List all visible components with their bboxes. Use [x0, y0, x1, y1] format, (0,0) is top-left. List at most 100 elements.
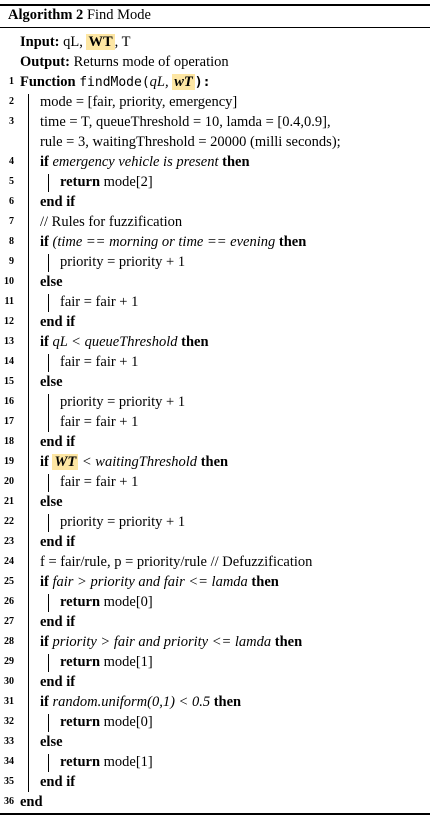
condition: emergency vehicle is present: [52, 154, 219, 170]
block-bar: [48, 174, 49, 192]
code-line-24: 24 f = fair/rule, p = priority/rule // D…: [0, 552, 430, 572]
statement: fair = fair + 1: [60, 414, 139, 430]
block-bar: [48, 354, 49, 372]
code-line-28: 28 if priority > fair and priority <= la…: [0, 632, 430, 652]
line-number: 5: [9, 176, 14, 187]
then-keyword: then: [222, 154, 250, 170]
return-value: mode[1]: [103, 654, 153, 670]
function-name: findMode(: [79, 75, 150, 90]
block-bar: [48, 594, 49, 612]
input-param-wt: WT: [86, 34, 115, 50]
line-number: 32: [4, 716, 14, 727]
line-number: 2: [9, 96, 14, 107]
line-number: 26: [4, 596, 14, 607]
code-line-16: 16 priority = priority + 1: [0, 392, 430, 412]
input-param-ql: qL,: [63, 34, 83, 50]
code-line-11: 11 fair = fair + 1: [0, 292, 430, 312]
line-number: 22: [4, 516, 14, 527]
endif-keyword: end if: [40, 194, 76, 210]
condition: < waitingThreshold: [81, 454, 198, 470]
else-keyword: else: [40, 734, 63, 750]
condition: qL < queueThreshold: [52, 334, 178, 350]
else-keyword: else: [40, 494, 63, 510]
block-bar: [48, 714, 49, 732]
code-line-3-cont: rule = 3, waitingThreshold = 20000 (mill…: [0, 132, 430, 152]
code-line-33: 33 else: [0, 732, 430, 752]
code-line-12: 12 end if: [0, 312, 430, 332]
if-keyword: if: [40, 334, 49, 350]
line-number: 35: [4, 776, 14, 787]
mode-assignment: mode = [fair, priority, emergency]: [40, 94, 238, 110]
return-keyword: return: [60, 594, 101, 610]
if-keyword: if: [40, 634, 49, 650]
endif-keyword: end if: [40, 314, 76, 330]
line-number: 11: [4, 296, 14, 307]
line-number: 33: [4, 736, 14, 747]
condition: random.uniform(0,1) < 0.5: [52, 694, 211, 710]
code-line-25: 25 if fair > priority and fair <= lamda …: [0, 572, 430, 592]
line-number: 29: [4, 656, 14, 667]
line-number: 27: [4, 616, 14, 627]
function-arg-ql: qL,: [149, 74, 169, 90]
block-bar: [48, 254, 49, 272]
output-text: Returns mode of operation: [73, 54, 229, 70]
block-bar: [48, 754, 49, 772]
code-line-36: 36 end: [0, 792, 430, 812]
return-value: mode[2]: [103, 174, 153, 190]
code-line-20: 20 fair = fair + 1: [0, 472, 430, 492]
line-number: 20: [4, 476, 14, 487]
code-line-29: 29 return mode[1]: [0, 652, 430, 672]
code-line-4: 4 if emergency vehicle is present then: [0, 152, 430, 172]
caption-rule: [0, 27, 430, 28]
line-number: 10: [4, 276, 14, 287]
code-line-19: 19 if WT < waitingThreshold then: [0, 452, 430, 472]
line-number: 16: [4, 396, 14, 407]
then-keyword: then: [278, 234, 307, 250]
line-number: 6: [9, 196, 14, 207]
block-bar: [48, 394, 49, 432]
line-number: 3: [9, 116, 14, 127]
return-keyword: return: [60, 714, 101, 730]
line-number: 34: [4, 756, 14, 767]
endif-keyword: end if: [40, 434, 76, 450]
code-line-3: 3 time = T, queueThreshold = 10, lamda =…: [0, 112, 430, 132]
code-line-32: 32 return mode[0]: [0, 712, 430, 732]
code-line-7: 7 // Rules for fuzzification: [0, 212, 430, 232]
code-line-17: 17 fair = fair + 1: [0, 412, 430, 432]
params-assignment-a: time = T, queueThreshold = 10, lamda = […: [40, 114, 331, 130]
line-number: 9: [9, 256, 14, 267]
if-keyword: if: [40, 694, 49, 710]
line-number: 13: [4, 336, 14, 347]
return-keyword: return: [60, 754, 101, 770]
input-line: Input: qL, WT, T: [0, 32, 430, 52]
code-line-5: 5 return mode[2]: [0, 172, 430, 192]
block-bar: [48, 474, 49, 492]
condition-wt: WT: [52, 454, 79, 470]
if-keyword: if: [40, 234, 49, 250]
params-assignment-b: rule = 3, waitingThreshold = 20000 (mill…: [40, 134, 341, 150]
line-number: 19: [4, 456, 14, 467]
code-line-21: 21 else: [0, 492, 430, 512]
return-keyword: return: [60, 654, 101, 670]
function-close: ):: [194, 75, 211, 90]
then-keyword: then: [251, 574, 279, 590]
endif-keyword: end if: [40, 674, 76, 690]
input-param-t: , T: [114, 34, 131, 50]
statement: priority = priority + 1: [60, 394, 186, 410]
line-number: 15: [4, 376, 14, 387]
code-line-1: 1 Function findMode(qL, wT):: [0, 72, 430, 92]
code-line-6: 6 end if: [0, 192, 430, 212]
statement: fair = fair + 1: [60, 474, 139, 490]
condition: (time == morning or time == evening: [52, 234, 276, 250]
function-block-bar: [28, 94, 29, 792]
code-line-26: 26 return mode[0]: [0, 592, 430, 612]
line-number: 30: [4, 676, 14, 687]
end-keyword: end: [20, 794, 43, 810]
line-number: 1: [9, 76, 14, 87]
line-number: 25: [4, 576, 14, 587]
code-line-14: 14 fair = fair + 1: [0, 352, 430, 372]
line-number: 31: [4, 696, 14, 707]
algorithm-label: Algorithm 2: [8, 7, 84, 23]
statement: priority = priority + 1: [60, 514, 186, 530]
